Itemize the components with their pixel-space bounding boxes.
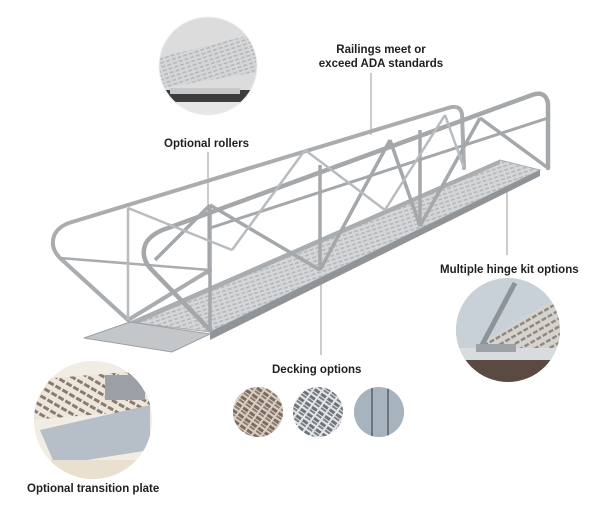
decking-callout-label: Decking options [272, 364, 362, 376]
brown-grate-swatch [233, 387, 283, 437]
transition-callout-label: Optional transition plate [27, 483, 160, 495]
solid-blue-gray-swatch [354, 387, 404, 437]
transition-plate [83, 321, 212, 353]
gangway-side-beam-back [130, 160, 500, 327]
railings-callout-line1: Railings meet or [336, 44, 426, 56]
rollers-detail-circle [158, 16, 258, 116]
front-railing [141, 91, 551, 333]
truss-back [126, 114, 466, 320]
transition-plate-detail-circle [34, 361, 152, 479]
railings-callout-line2: exceed ADA standards [318, 58, 444, 70]
rollers-callout-label: Optional rollers [164, 138, 249, 150]
railings-callout-label: Railings meet or exceed ADA standards [300, 43, 462, 71]
back-railing [50, 104, 466, 322]
hinge-detail-circle [456, 278, 560, 382]
hinge-callout-label: Multiple hinge kit options [440, 264, 579, 276]
gangway [50, 91, 551, 353]
gangway-side-beam [210, 170, 540, 340]
decking-swatches [233, 387, 404, 437]
gray-grate-swatch [293, 387, 343, 437]
truss-front [153, 100, 550, 330]
